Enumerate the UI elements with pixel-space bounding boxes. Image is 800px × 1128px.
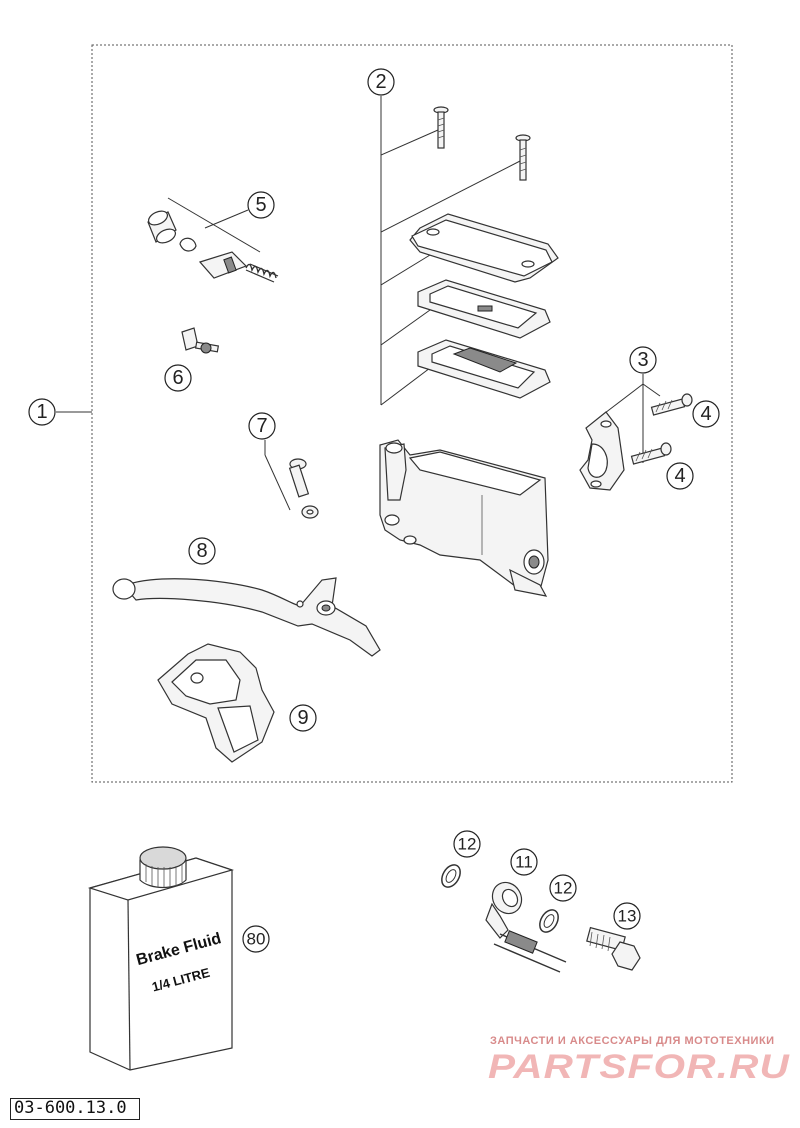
sealing-washer-1: [441, 864, 461, 888]
callout-4-lower: 4: [666, 462, 694, 490]
clamp-bolt-upper: [650, 393, 693, 416]
svg-text:12: 12: [554, 879, 573, 898]
clamp-bolt-lower: [630, 442, 672, 465]
callout-5: 5: [247, 191, 275, 219]
svg-text:13: 13: [618, 907, 637, 926]
lever-pivot-bolt: [288, 458, 319, 519]
brake-lever: [112, 577, 381, 657]
reservoir-gasket: [417, 279, 551, 339]
svg-text:4: 4: [700, 403, 711, 425]
svg-text:80: 80: [247, 930, 266, 949]
svg-text:12: 12: [458, 835, 477, 854]
watermark-brand: PARTSFOR.RU: [488, 1048, 791, 1086]
svg-text:1: 1: [36, 401, 47, 423]
callout-2: 2: [367, 68, 395, 96]
svg-text:11: 11: [515, 853, 533, 872]
sealing-washer-2: [539, 909, 559, 933]
banjo-bolt: [586, 926, 641, 971]
callout-12-upper: 12: [453, 830, 481, 858]
master-cylinder-body: [379, 439, 549, 597]
brake-hose: [485, 881, 567, 973]
callout-6: 6: [164, 364, 192, 392]
svg-text:6: 6: [172, 367, 183, 389]
brake-fluid-bottle: Brake Fluid 1/4 LITRE: [87, 846, 235, 1071]
handlebar-clamp: [579, 411, 625, 491]
reservoir-cover-screw-2: [515, 134, 531, 181]
svg-text:9: 9: [297, 707, 308, 729]
piston-kit: [147, 210, 279, 283]
callout-3: 3: [629, 346, 657, 374]
svg-text:4: 4: [674, 465, 685, 487]
reservoir-cover-screw-1: [433, 106, 449, 149]
lever-guard: [157, 643, 275, 763]
callout-8: 8: [188, 537, 216, 565]
bleeder-screw: [181, 327, 220, 354]
svg-text:3: 3: [637, 349, 648, 371]
callout-1: 1: [28, 398, 56, 426]
reservoir-cover: [409, 213, 559, 283]
svg-text:5: 5: [255, 194, 266, 216]
callout-7: 7: [248, 412, 276, 440]
diagram-reference-code: 03-600.13.0: [10, 1098, 140, 1120]
callout-80: 80: [242, 925, 270, 953]
callout-9: 9: [289, 704, 317, 732]
svg-text:2: 2: [375, 71, 386, 93]
reservoir-diaphragm: [417, 339, 551, 399]
callout-4-upper: 4: [692, 400, 720, 428]
watermark: ЗАПЧАСТИ И АКСЕССУАРЫ ДЛЯ МОТОТЕХНИКИ PA…: [488, 1035, 791, 1086]
watermark-tagline: ЗАПЧАСТИ И АКСЕССУАРЫ ДЛЯ МОТОТЕХНИКИ: [490, 1035, 775, 1047]
callout-12-lower: 12: [549, 874, 577, 902]
assembly-frame: [91, 44, 733, 783]
callout-13: 13: [613, 902, 641, 930]
svg-text:7: 7: [256, 415, 267, 437]
leader-lines: [56, 96, 661, 511]
svg-text:8: 8: [196, 540, 207, 562]
callout-11: 11: [510, 848, 538, 876]
